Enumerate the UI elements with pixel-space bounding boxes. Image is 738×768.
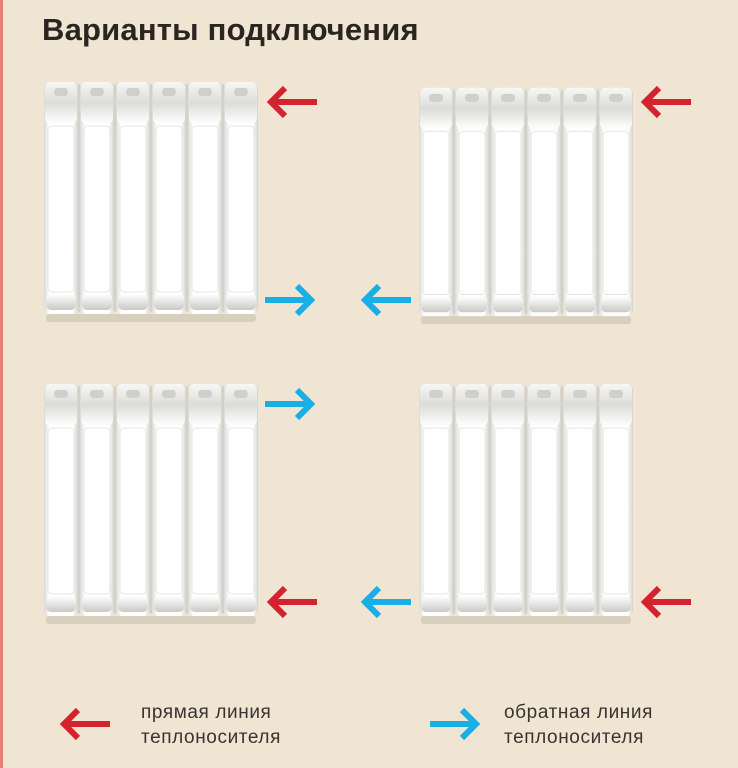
radiator-bottom-right bbox=[419, 380, 633, 629]
radiator-bottom-left bbox=[44, 380, 258, 629]
radiator-section bbox=[455, 87, 491, 317]
legend-return-line2: теплоносителя bbox=[504, 727, 644, 748]
radiator-section bbox=[455, 384, 491, 616]
radiator-section bbox=[563, 384, 599, 616]
page-title: Варианты подключения bbox=[42, 12, 419, 47]
radiator-section bbox=[152, 384, 188, 616]
return-arrow-icon bbox=[360, 283, 411, 317]
legend-supply-line2: теплоносителя bbox=[141, 727, 281, 748]
supply-arrow-icon bbox=[266, 585, 317, 619]
supply-arrow-icon bbox=[266, 85, 317, 119]
radiator-section bbox=[599, 384, 633, 616]
left-edge-line bbox=[0, 0, 3, 768]
radiator-section bbox=[224, 384, 258, 616]
radiator-section bbox=[491, 384, 527, 616]
supply-arrow-icon bbox=[640, 585, 691, 619]
radiator-section bbox=[527, 384, 563, 616]
return-arrow-icon bbox=[265, 387, 316, 421]
red-left-arrow-icon bbox=[59, 707, 110, 741]
supply-arrow-icon bbox=[640, 85, 691, 119]
radiator-section bbox=[491, 87, 527, 317]
radiator-section bbox=[80, 82, 116, 314]
radiator-section bbox=[527, 87, 563, 317]
legend-return-label: обратная линия теплоносителя bbox=[504, 700, 653, 750]
radiator-section bbox=[80, 384, 116, 616]
return-arrow-icon bbox=[360, 585, 411, 619]
radiator-section bbox=[44, 384, 80, 616]
radiator-top-left bbox=[44, 78, 258, 327]
radiator-section bbox=[599, 87, 633, 317]
radiator-section bbox=[563, 87, 599, 317]
legend-supply-label: прямая линия теплоносителя bbox=[141, 700, 281, 750]
legend-return-line1: обратная линия bbox=[504, 702, 653, 723]
radiator-section bbox=[116, 82, 152, 314]
blue-right-arrow-icon bbox=[430, 707, 481, 741]
radiator-section bbox=[419, 384, 455, 616]
radiator-section bbox=[44, 82, 80, 314]
radiator-section bbox=[188, 384, 224, 616]
radiator-section bbox=[419, 87, 455, 317]
radiator-section bbox=[152, 82, 188, 314]
return-arrow-icon bbox=[265, 283, 316, 317]
radiator-section bbox=[224, 82, 258, 314]
radiator-section bbox=[116, 384, 152, 616]
legend-supply-line1: прямая линия bbox=[141, 702, 272, 723]
radiator-top-right bbox=[419, 84, 633, 329]
radiator-section bbox=[188, 82, 224, 314]
